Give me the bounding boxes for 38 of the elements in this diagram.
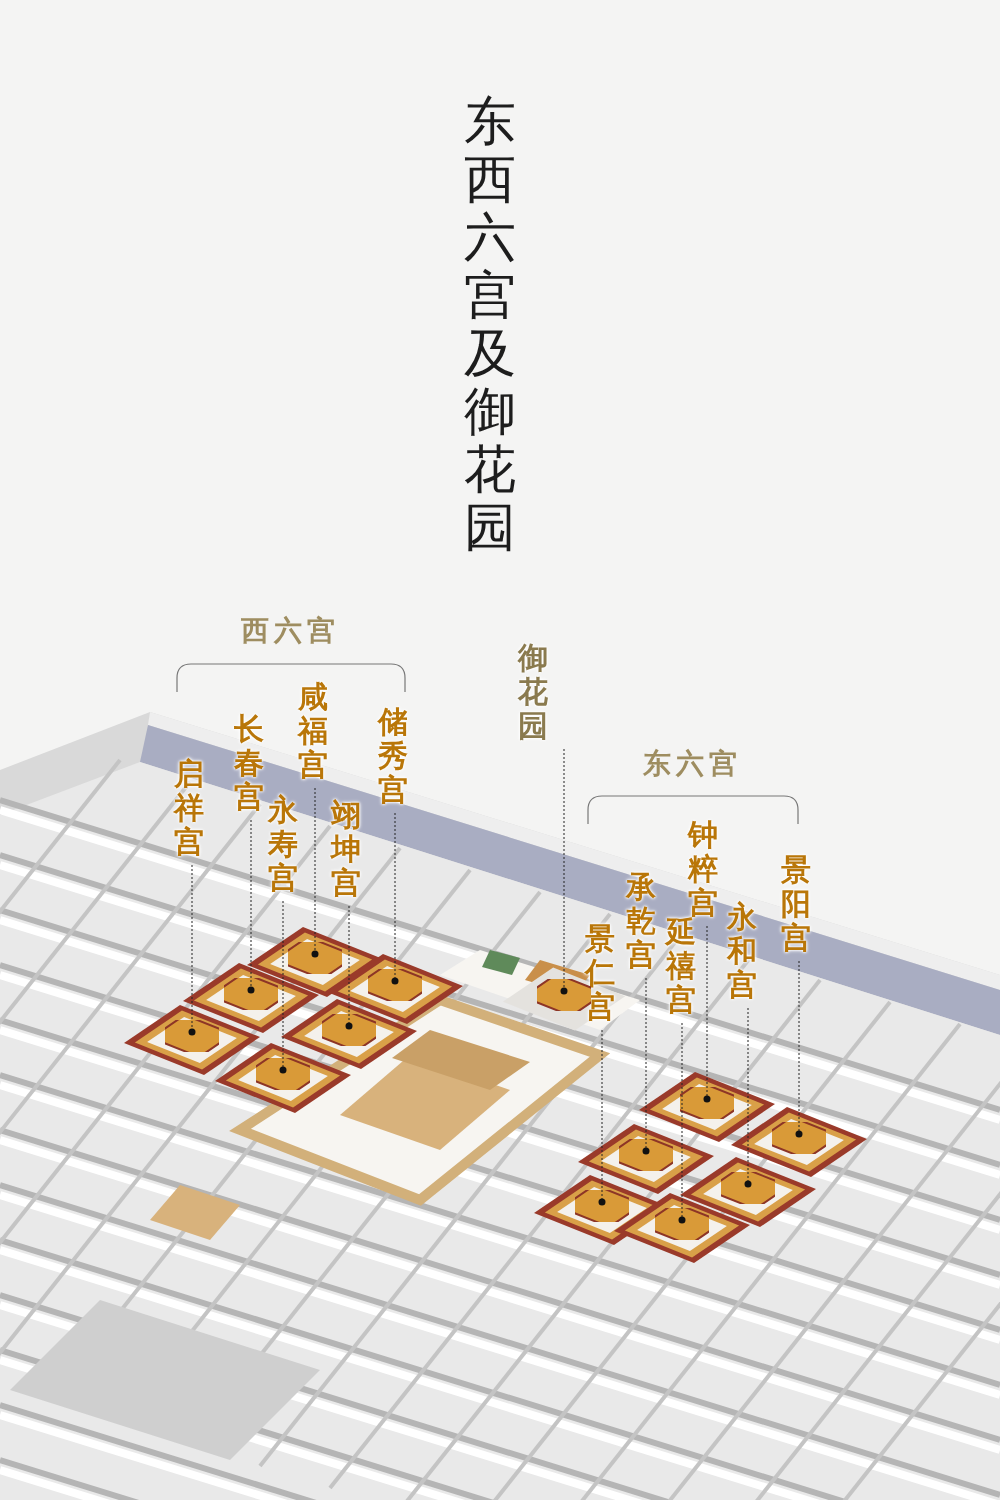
group-label: 东六宫 bbox=[641, 746, 743, 782]
leader-line bbox=[560, 748, 568, 995]
palace-label: 咸福宫 bbox=[298, 680, 328, 782]
leader-line bbox=[795, 960, 803, 1138]
hall-drawing bbox=[721, 1172, 775, 1204]
hall-drawing bbox=[256, 1058, 310, 1090]
palace-label: 储秀宫 bbox=[378, 705, 408, 807]
leader-line bbox=[642, 977, 650, 1155]
hall-drawing bbox=[655, 1208, 709, 1240]
hall-drawing bbox=[165, 1020, 219, 1052]
leader-line bbox=[598, 1029, 606, 1206]
palace-label: 景阳宫 bbox=[781, 853, 811, 955]
palace-label: 御花园 bbox=[518, 641, 548, 743]
leader-line bbox=[247, 819, 255, 994]
leader-line bbox=[311, 787, 319, 958]
leader-line bbox=[188, 864, 196, 1036]
palace-label: 承乾宫 bbox=[626, 870, 656, 972]
leader-line bbox=[678, 1022, 686, 1224]
leader-line bbox=[279, 900, 287, 1074]
hall-drawing bbox=[619, 1139, 673, 1171]
hall-drawing bbox=[322, 1014, 376, 1046]
group-label: 西六宫 bbox=[239, 613, 341, 649]
leader-line bbox=[391, 812, 399, 985]
hall-drawing bbox=[224, 978, 278, 1010]
palace-label: 翊坤宫 bbox=[331, 798, 361, 900]
hall-drawing bbox=[288, 942, 342, 974]
hall-drawing bbox=[368, 969, 422, 1001]
palace-label: 永和宫 bbox=[727, 900, 757, 1002]
hall-drawing bbox=[772, 1122, 826, 1154]
palace-label: 永寿宫 bbox=[268, 793, 298, 895]
hall-drawing bbox=[575, 1190, 629, 1222]
palace-label: 长春宫 bbox=[234, 712, 264, 814]
title: 东西六宫及御花园 bbox=[464, 92, 516, 556]
leader-line bbox=[744, 1007, 752, 1188]
leader-line bbox=[703, 925, 711, 1103]
leader-line bbox=[345, 905, 353, 1030]
palace-label: 启祥宫 bbox=[174, 757, 204, 859]
hall-drawing bbox=[680, 1087, 734, 1119]
